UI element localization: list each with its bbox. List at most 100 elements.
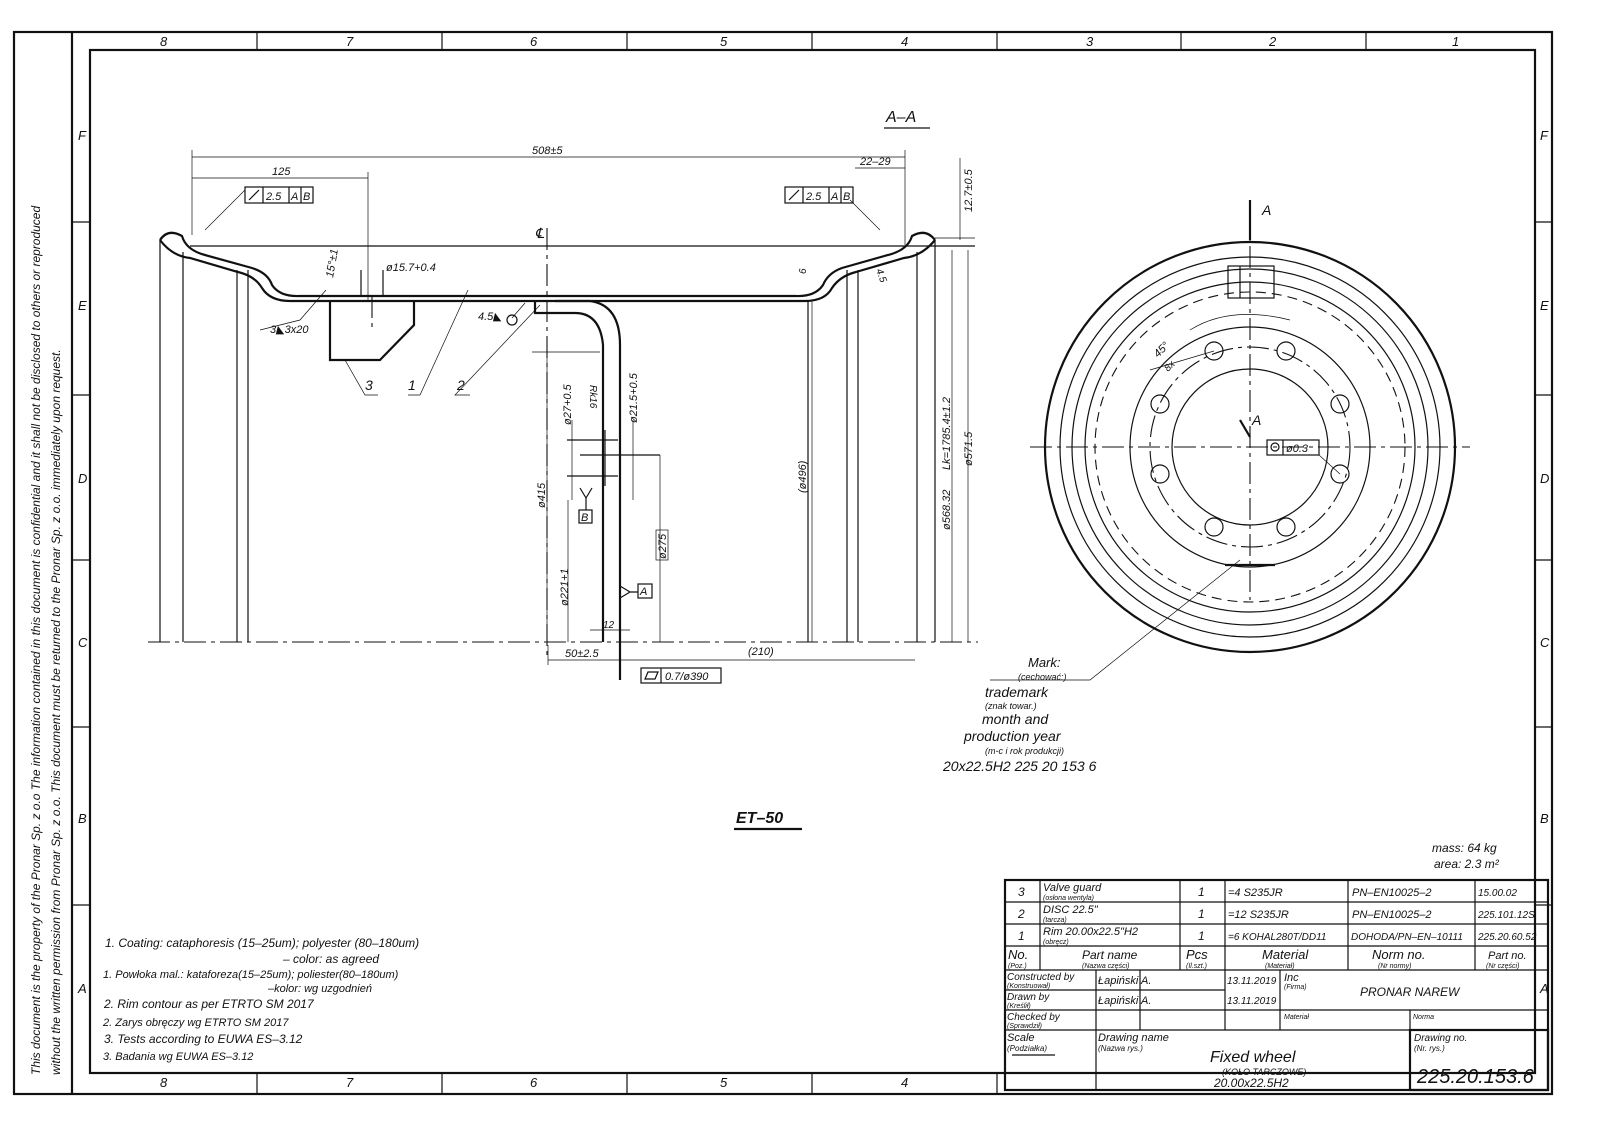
datum-a: A (619, 583, 653, 599)
angle-45: 45° (1152, 339, 1173, 360)
drawing-name-label: Drawing name (1098, 1032, 1169, 1044)
dim-210: (210) (748, 646, 774, 658)
drawn-by-label: Drawn by (1007, 992, 1050, 1003)
notes: 1. Coating: cataphoresis (15–25um); poly… (102, 936, 419, 1063)
note-1-pl: 1. Powłoka mal.: kataforeza(15–25um); po… (103, 969, 399, 981)
zone-row-d-right: D (1540, 471, 1549, 486)
part-pcs-cell: 1 (1198, 907, 1205, 921)
zone-col-8-bottom: 8 (160, 1075, 168, 1090)
zone-row-a: A (77, 981, 87, 996)
datum-b: B (578, 487, 593, 524)
part-material-cell: =4 S235JR (1228, 887, 1283, 899)
rim-profile (159, 231, 936, 298)
trademark-label: trademark (985, 684, 1049, 700)
balloon-1: 1 (408, 377, 416, 393)
zone-labels: 8 7 6 5 4 3 2 1 F E D C B A F E D C B A … (77, 34, 1550, 1090)
norma-label: Norma (1413, 1014, 1434, 1021)
header-material: Material (1262, 947, 1309, 962)
header-pcs: Pcs (1186, 947, 1208, 962)
zone-row-b-right: B (1540, 811, 1549, 826)
position-tol-value: ø0.3 (1286, 443, 1309, 455)
zone-col-2: 2 (1268, 34, 1277, 49)
tol-left-datum-2: B (303, 191, 310, 203)
dim-4-5: 4.5 (873, 267, 888, 284)
disc (533, 299, 622, 680)
dim-27: ø27+0.5 (562, 383, 574, 425)
dim-12-7: 12.7±0.5 (963, 168, 975, 212)
production-year-label: production year (963, 728, 1062, 744)
constructed-date: 13.11.2019 (1227, 976, 1277, 987)
inc-label: Inc (1284, 972, 1299, 984)
note-3-pl: 3. Badania wg EUWA ES–3.12 (103, 1051, 253, 1063)
part-pcs-cell: 1 (1198, 885, 1205, 899)
dim-6: 6 (798, 268, 809, 274)
note-1-en-color: – color: as agreed (282, 952, 379, 966)
drawn-by-label-pl: (Kreślił) (1007, 1003, 1031, 1010)
tol-right-value: 2.5 (805, 191, 822, 203)
tol-left-datum-1: A (290, 191, 298, 203)
part-row: 3 Valve guard (osłona wentyla) 1 =4 S235… (1018, 882, 1517, 902)
company-name: PRONAR NAREW (1360, 985, 1461, 999)
balloon-3: 3 (365, 377, 373, 393)
dim-571: ø571.5 (963, 431, 975, 466)
dim-508: 508±5 (532, 145, 563, 157)
zone-col-6: 6 (530, 34, 538, 49)
part-name-pl-cell: (osłona wentyla) (1043, 895, 1094, 902)
zone-row-c: C (78, 635, 88, 650)
count-8x: 8x (1162, 358, 1178, 374)
dim-rk16: Rk16 (587, 385, 598, 409)
tolerance-frame-left: 2.5 A B (244, 186, 314, 204)
part-row: 1 Rim 20.00x22.5"H2 (obręcz) 1 =6 KOHAL2… (1018, 926, 1537, 946)
parts-header: No. (Poz.) Part name (Nazwa części) Pcs … (1008, 947, 1527, 970)
zone-col-1: 1 (1452, 34, 1459, 49)
drawing-number: 225.20.153.6 (1416, 1066, 1535, 1088)
checked-by-label: Checked by (1007, 1012, 1061, 1023)
header-name: Part name (1082, 948, 1138, 962)
bolt-holes (1150, 341, 1350, 537)
header-pcs-pl: (Il.szt.) (1186, 963, 1207, 970)
constructed-by-label: Constructed by (1007, 972, 1075, 983)
part-no-cell: 3 (1018, 885, 1025, 899)
zone-row-e-right: E (1540, 298, 1549, 313)
inc-label-pl: (Firma) (1284, 984, 1307, 991)
dim-12: 12 (603, 620, 615, 631)
dim-221: ø221+1 (559, 568, 571, 606)
dim-50: 50±2.5 (565, 648, 599, 660)
part-no-cell: 2 (1017, 907, 1025, 921)
header-part-no: Part no. (1488, 950, 1527, 962)
area-label: area: 2.3 m² (1434, 857, 1500, 871)
tol-left-value: 2.5 (265, 191, 282, 203)
note-2-pl: 2. Zarys obręczy wg ETRTO SM 2017 (102, 1017, 289, 1029)
part-row: 2 DISC 22.5" (tarcza) 1 =12 S235JR PN–EN… (1017, 904, 1535, 924)
drawing-name: Fixed wheel (1210, 1049, 1296, 1066)
dim-angle: 15°±1 (324, 248, 341, 278)
drawn-date: 13.11.2019 (1227, 996, 1277, 1007)
part-material-cell: =12 S235JR (1228, 909, 1289, 921)
tolerance-frame-right: 2.5 A B (784, 186, 854, 204)
zone-col-4-bottom: 4 (901, 1075, 908, 1090)
checked-by-label-pl: (Sprawdził) (1007, 1023, 1042, 1030)
dim-568: ø568.32 (941, 490, 953, 530)
mass-label: mass: 64 kg (1432, 841, 1497, 855)
part-norm-cell: PN–EN10025–2 (1352, 909, 1432, 921)
part-norm-cell: DOHODA/PN–EN–10111 (1351, 932, 1463, 943)
mark-label-pl: (cechować:) (1018, 672, 1067, 682)
material-label: Materiał (1284, 1014, 1309, 1021)
part-norm-cell: PN–EN10025–2 (1352, 887, 1432, 899)
zone-ticks (72, 32, 1552, 1094)
part-number-cell: 15.00.02 (1478, 888, 1517, 899)
scale-label: Scale (1007, 1032, 1035, 1044)
note-2-en: 2. Rim contour as per ETRTO SM 2017 (103, 997, 315, 1011)
note-1-pl-color: –kolor: wg uzgodnień (267, 983, 372, 995)
scale-label-pl: (Podziałka) (1007, 1044, 1047, 1053)
drawing-size: 20.00x22.5H2 (1213, 1076, 1289, 1090)
et-label: ET–50 (736, 810, 783, 827)
zone-col-5-bottom: 5 (720, 1075, 728, 1090)
datum-b-label: B (581, 512, 588, 524)
drawing-no-label: Drawing no. (1414, 1033, 1467, 1044)
front-view: A A 45° 8x ø0.3 (990, 200, 1470, 681)
part-material-cell: =6 KOHAL280T/DD11 (1228, 932, 1326, 943)
title-block: 3 Valve guard (osłona wentyla) 1 =4 S235… (1003, 878, 1550, 1092)
weld-3x20: 3◣3x20 (270, 324, 309, 336)
